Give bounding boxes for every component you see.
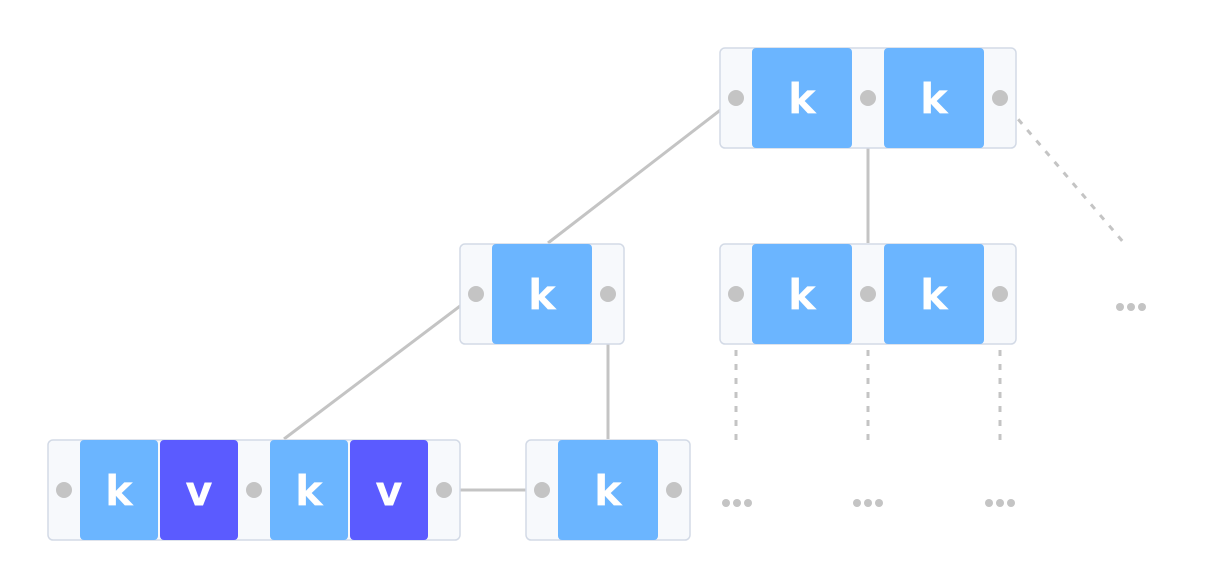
root-key-cell-2 [884,48,984,148]
leaf-1-key-label-2: k [295,467,324,516]
leaf-node-1: k v k v [47,439,461,541]
internal-right-pointer-2 [860,286,876,302]
leaf-1-pointer-1 [56,482,72,498]
internal-right-key-label-2: k [920,271,949,320]
leaf-1-key-cell-1 [80,440,158,540]
leaf-1-pointer-2 [246,482,262,498]
ellipsis-right-of-internal [1116,303,1146,311]
internal-right-key-label-1: k [788,271,817,320]
root-pointer-1 [728,90,744,106]
internal-node-left: k [459,243,625,345]
internal-left-key-cell [492,244,592,344]
leaf-2-pointer-1 [534,482,550,498]
leaf-1-value-label-1: v [185,467,212,516]
ellipsis-leaf-level-2 [853,499,883,507]
root-key-cell-1 [752,48,852,148]
internal-right-key-cell-1 [752,244,852,344]
leaf-1-key-cell-2 [270,440,348,540]
leaf-1-value-cell-2 [350,440,428,540]
root-pointer-2 [860,90,876,106]
leaf-1-value-cell-1 [160,440,238,540]
root-key-label-2: k [920,75,949,124]
edge-root-to-offscreen [998,97,1126,244]
leaf-2-pointer-2 [666,482,682,498]
leaf-2-key-cell [558,440,658,540]
ellipsis-leaf-level-1 [722,499,752,507]
leaf-node-2: k [525,439,691,541]
internal-left-key-label: k [528,271,557,320]
internal-right-pointer-3 [992,286,1008,302]
leaf-1-value-label-2: v [375,467,402,516]
leaf-1-pointer-3 [436,482,452,498]
internal-left-pointer-1 [468,286,484,302]
root-node: k k [719,47,1017,149]
root-key-label-1: k [788,75,817,124]
internal-right-pointer-1 [728,286,744,302]
leaf-2-key-label: k [594,467,623,516]
internal-node-right: k k [719,243,1017,345]
internal-right-key-cell-2 [884,244,984,344]
leaf-1-key-label-1: k [105,467,134,516]
edge-mid-to-leaf-1 [283,292,477,441]
root-pointer-3 [992,90,1008,106]
ellipsis-leaf-level-3 [985,499,1015,507]
edge-root-to-left-child [547,96,737,245]
internal-left-pointer-2 [600,286,616,302]
